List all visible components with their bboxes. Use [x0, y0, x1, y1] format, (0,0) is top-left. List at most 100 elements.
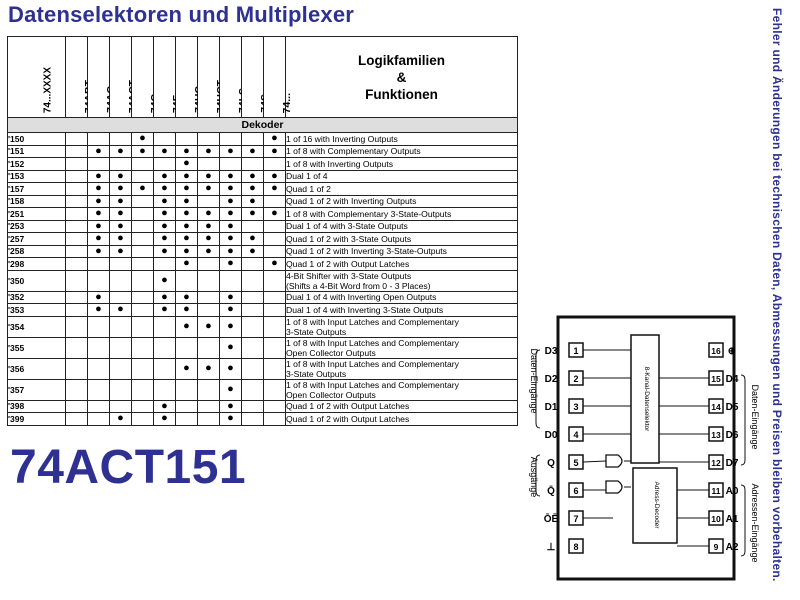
availability-dot: ●	[271, 257, 278, 270]
family-cell	[175, 132, 198, 146]
family-header: 74HC	[175, 36, 205, 118]
function-description: Quad 1 of 2	[285, 182, 518, 196]
part-number: '150	[7, 132, 66, 146]
family-cell	[153, 336, 176, 359]
family-cell	[109, 132, 132, 146]
availability-dot: ●	[117, 182, 124, 195]
family-cell	[241, 219, 264, 233]
family-cell: ●	[219, 303, 242, 317]
pin-label: D7	[726, 458, 739, 469]
table-row: '258●●●●●●●Quad 1 of 2 with Inverting 3-…	[7, 244, 518, 258]
family-cell: ●	[109, 182, 132, 196]
family-cell	[109, 357, 132, 380]
availability-dot: ●	[161, 274, 168, 286]
family-cell	[109, 290, 132, 304]
availability-dot: ●	[227, 257, 234, 270]
availability-dot: ●	[161, 244, 168, 257]
function-description: Dual 1 of 4 with Inverting 3-State Outpu…	[285, 303, 518, 317]
family-cell	[87, 357, 110, 380]
family-cell: ●	[175, 182, 198, 196]
family-cell: ●	[109, 194, 132, 208]
availability-dot: ●	[205, 144, 212, 157]
family-cell: ●	[197, 357, 220, 380]
family-cell: ●	[87, 182, 110, 196]
family-cell	[131, 169, 154, 183]
table-body: Dekoder '150●●1 of 16 with Inverting Out…	[7, 117, 518, 426]
family-cell	[65, 315, 88, 338]
description-line: Quad 1 of 2 with 3-State Outputs	[286, 233, 412, 244]
description-line: Quad 1 of 2 with Output Latches	[286, 258, 410, 269]
family-cell	[131, 357, 154, 380]
family-cell: ●	[219, 244, 242, 258]
family-header: 74...	[263, 36, 293, 118]
pin-label: Q	[547, 458, 555, 469]
family-cell	[153, 157, 176, 171]
family-cell	[263, 194, 286, 208]
logic-family-table-wrap: 74...XXXX 74ABT74AC74ACT74C74F74HC74HCT7…	[7, 36, 518, 426]
output-gate-qn	[605, 480, 623, 494]
family-cell: ●	[87, 303, 110, 317]
description-line: Dual 1 of 4	[286, 171, 328, 182]
table-row: '257●●●●●●●Quad 1 of 2 with 3-State Outp…	[7, 232, 518, 246]
family-cell	[65, 244, 88, 258]
availability-dot: ●	[161, 290, 168, 303]
family-cell	[263, 157, 286, 171]
description-line: 1 of 8 with Input Latches and Complement…	[286, 337, 459, 348]
pin-number: 8	[573, 542, 578, 552]
availability-dot: ●	[183, 290, 190, 303]
pin-number: 6	[573, 486, 578, 496]
data-selector-block	[630, 334, 660, 464]
availability-dot: ●	[95, 303, 102, 316]
availability-dot: ●	[227, 182, 234, 195]
table-row: '398●●Quad 1 of 2 with Output Latches	[7, 399, 518, 413]
function-description: Dual 1 of 4 with Inverting Open Outputs	[285, 290, 518, 304]
family-cell	[65, 399, 88, 413]
family-cell: ●	[175, 357, 198, 380]
table-row: '151●●●●●●●●●1 of 8 with Complementary O…	[7, 144, 518, 158]
family-cell: ●	[87, 290, 110, 304]
corner-label: 74...XXXX	[42, 66, 53, 113]
family-cell: ●	[87, 144, 110, 158]
family-cell: ●	[263, 169, 286, 183]
part-number: '399	[7, 412, 66, 426]
availability-dot: ●	[205, 169, 212, 182]
pin-number: 12	[711, 458, 721, 468]
family-cell	[131, 244, 154, 258]
family-cell: ●	[241, 182, 264, 196]
part-number: '151	[7, 144, 66, 158]
availability-dot: ●	[227, 383, 234, 395]
availability-dot: ●	[117, 207, 124, 220]
family-cell: ●	[87, 207, 110, 221]
family-cell	[131, 336, 154, 359]
availability-dot: ●	[139, 132, 146, 145]
family-cell: ●	[109, 244, 132, 258]
data-selector-label: 8-Kanal-Datenselektor	[643, 367, 650, 433]
family-cell	[65, 303, 88, 317]
family-cell	[109, 269, 132, 292]
family-cell: ●	[175, 290, 198, 304]
pinout-diagram: 8-Kanal-Datenselektor Adress-Decoder Dat…	[518, 305, 763, 595]
family-cell	[109, 399, 132, 413]
pin-label: Q̄	[547, 485, 555, 497]
availability-dot: ●	[117, 232, 124, 245]
part-number: '298	[7, 257, 66, 271]
family-cell	[131, 378, 154, 401]
function-description: Dual 1 of 4 with 3-State Outputs	[285, 219, 518, 233]
table-row: '352●●●●Dual 1 of 4 with Inverting Open …	[7, 290, 518, 304]
family-cell: ●	[175, 194, 198, 208]
address-inputs-label: Adressen-Eingänge	[750, 483, 760, 562]
table-row: '153●●●●●●●●Dual 1 of 4	[7, 169, 518, 183]
table-row: '152●1 of 8 with Inverting Outputs	[7, 157, 518, 171]
table-header-row: 74...XXXX 74ABT74AC74ACT74C74F74HC74HCT7…	[7, 36, 518, 118]
part-number: '350	[7, 269, 66, 292]
part-number: '352	[7, 290, 66, 304]
function-description: 1 of 8 with Complementary Outputs	[285, 144, 518, 158]
family-cell: ●	[87, 232, 110, 246]
availability-dot: ●	[95, 244, 102, 257]
family-cell	[131, 399, 154, 413]
family-cell: ●	[197, 244, 220, 258]
family-cell	[65, 219, 88, 233]
family-cell: ●	[109, 412, 132, 426]
family-cell: ●	[263, 207, 286, 221]
availability-dot: ●	[249, 144, 256, 157]
